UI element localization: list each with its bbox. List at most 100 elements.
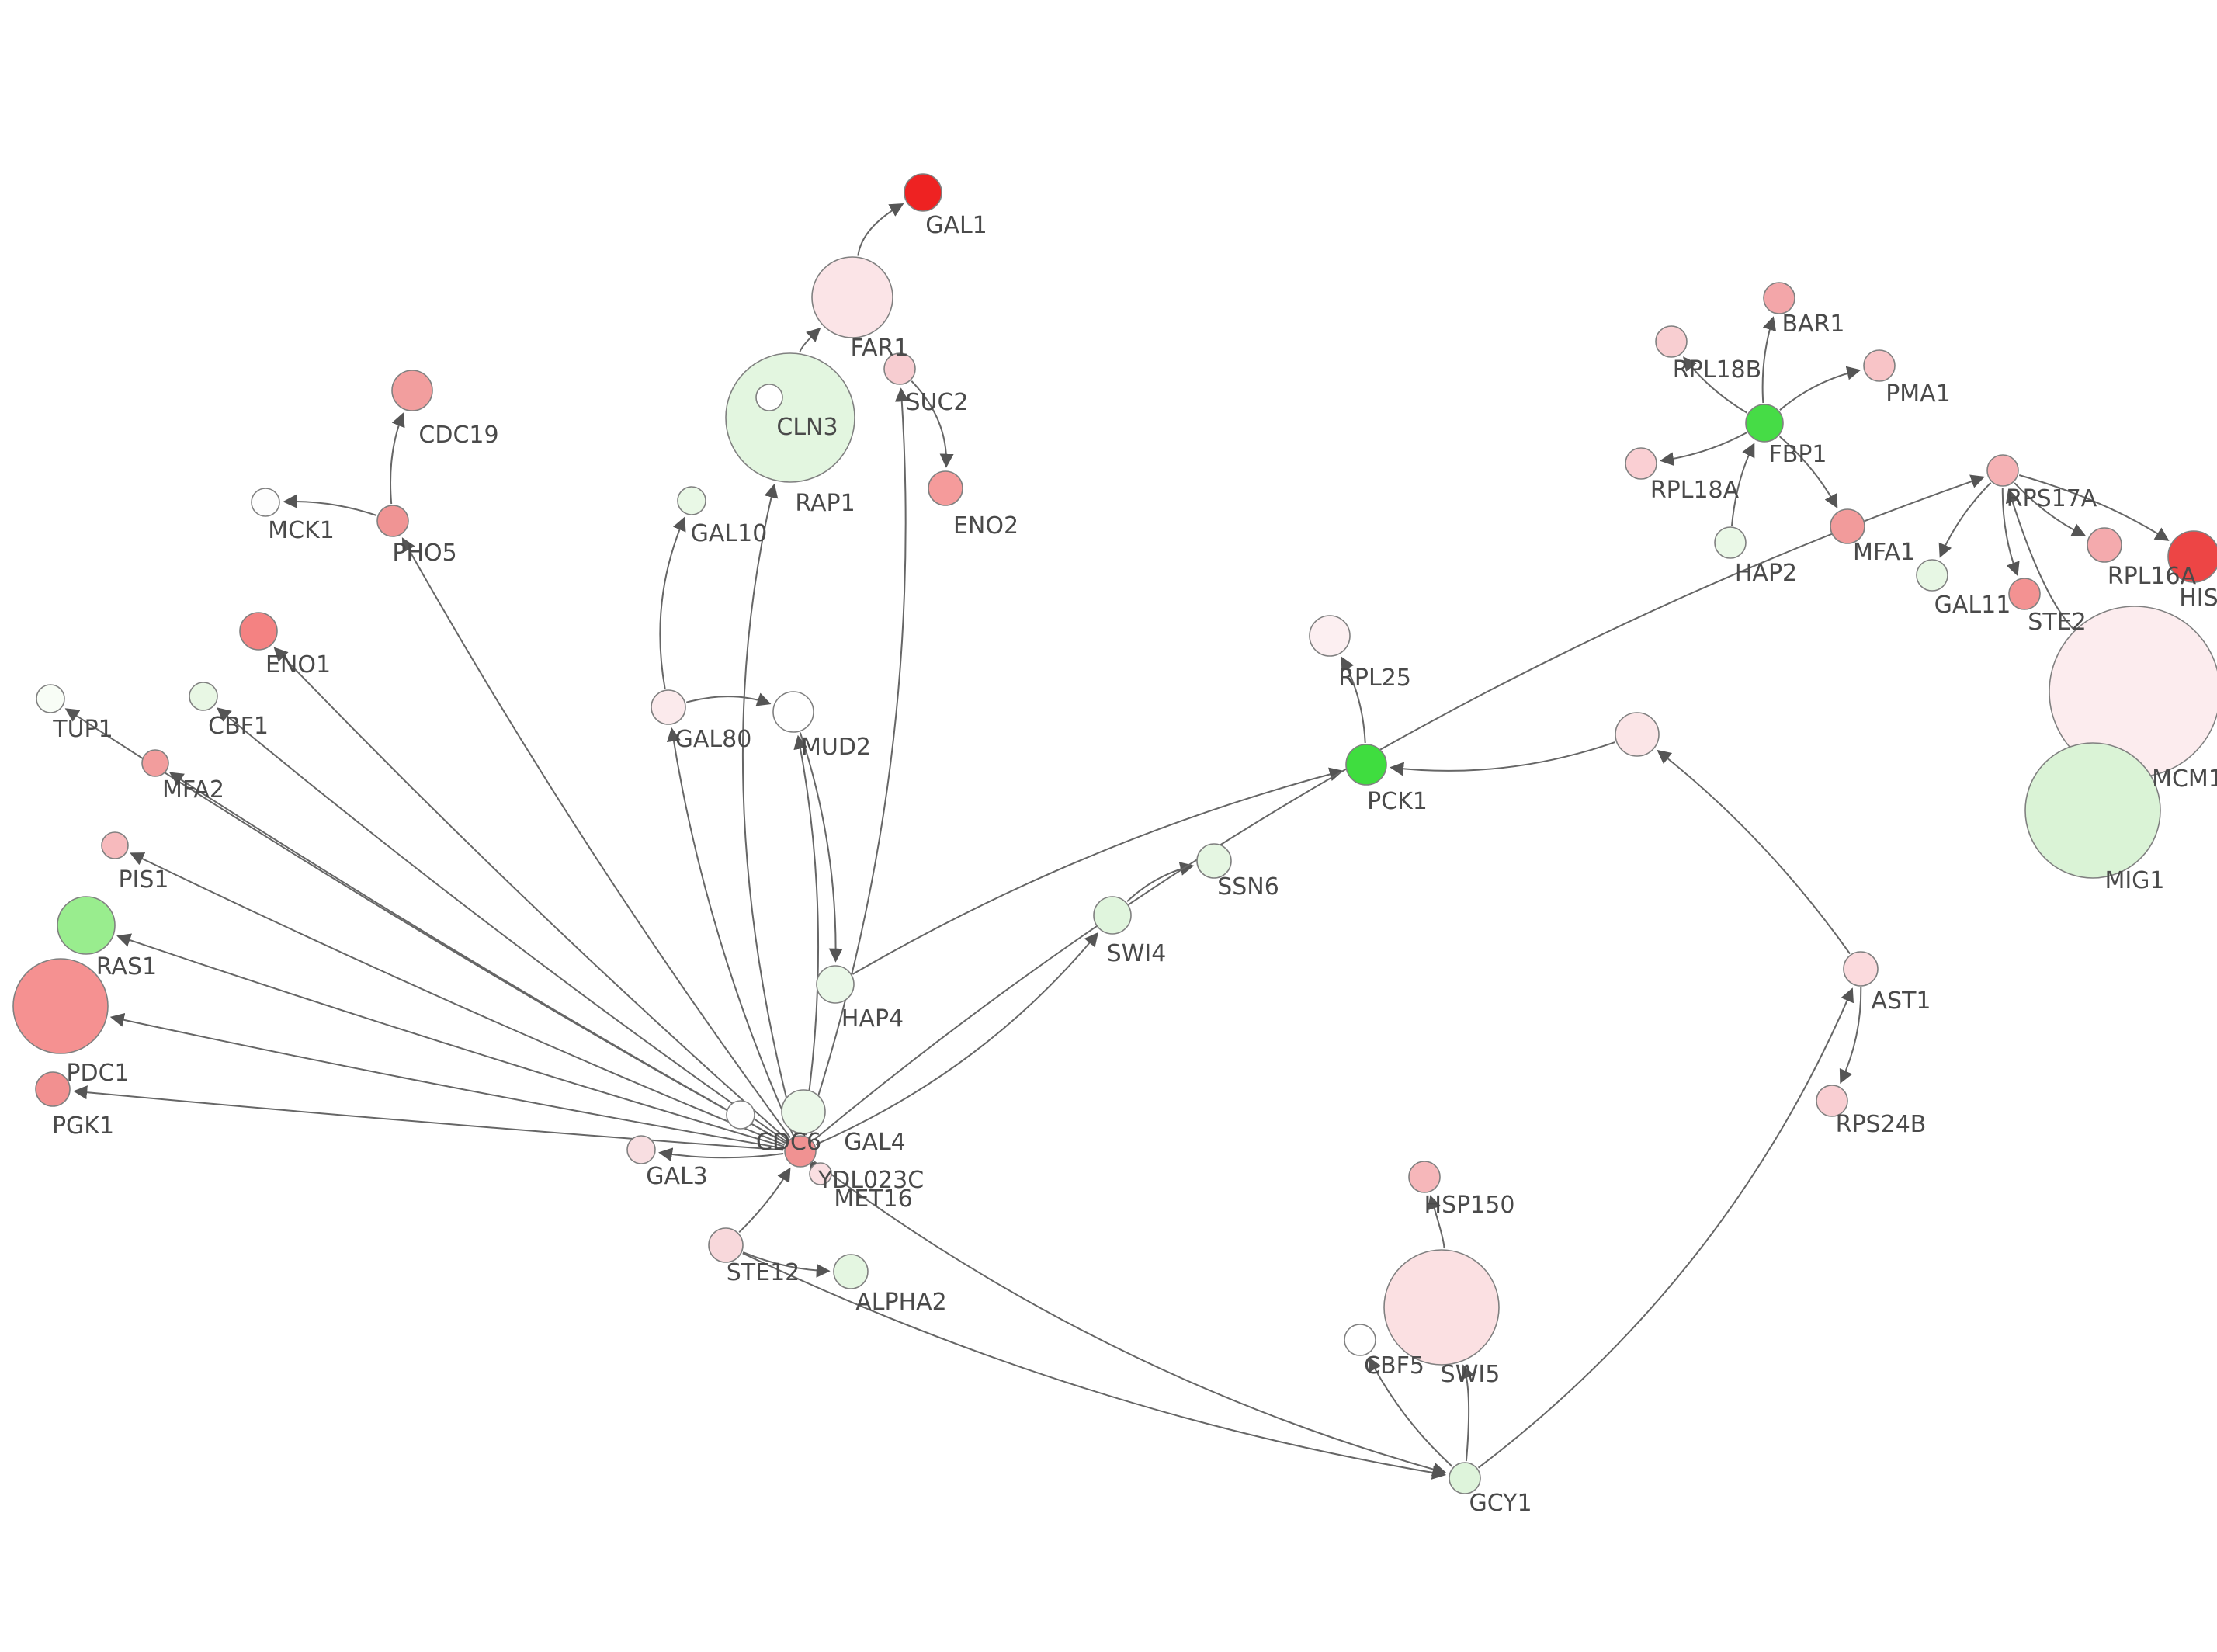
node-HAP4[interactable] — [816, 965, 855, 1004]
edge-GAL4-PDC1[interactable] — [109, 1012, 784, 1150]
node-PIS1[interactable] — [101, 831, 129, 859]
edge-HAP4-PCK1[interactable] — [852, 767, 1344, 975]
node-PDC1[interactable] — [12, 958, 109, 1054]
node-SWI5[interactable] — [1383, 1249, 1500, 1366]
node-GAL11[interactable] — [1916, 559, 1948, 592]
edge-GAL4-MUD2[interactable] — [793, 734, 820, 1135]
node-PGK1[interactable] — [35, 1071, 71, 1107]
node-HSP150[interactable] — [1408, 1161, 1441, 1193]
node-CDC19[interactable] — [391, 370, 433, 411]
node-TUP1[interactable] — [36, 684, 65, 713]
node-MFA2[interactable] — [141, 749, 169, 777]
edge-FAR1-GAL1[interactable] — [857, 203, 904, 256]
node-RPL25[interactable] — [1309, 615, 1351, 657]
edge-FBP1-PMA1[interactable] — [1779, 366, 1861, 411]
edge-GAL80-GAL10[interactable] — [659, 516, 686, 689]
edge-GAL4-SUC2[interactable] — [804, 387, 909, 1136]
node-NODE1[interactable] — [1615, 712, 1660, 757]
edge-GAL4-ENO1[interactable] — [273, 647, 789, 1141]
edge-RPS17A-HIS4[interactable] — [2018, 474, 2170, 541]
edge-MUD2-HAP4[interactable] — [799, 732, 843, 963]
edge-GAL4-PHO5[interactable] — [401, 537, 791, 1138]
node-SUC2[interactable] — [883, 352, 916, 385]
node-HIS4[interactable] — [2167, 530, 2217, 583]
node-GAL4[interactable] — [784, 1135, 817, 1168]
edge-GAL4-PIS1[interactable] — [130, 852, 785, 1146]
edge-GAL4-GAL3[interactable] — [658, 1147, 784, 1162]
node-GCY1[interactable] — [1449, 1462, 1481, 1494]
edge-RPS17A-RPL16A[interactable] — [2014, 482, 2087, 536]
edge-GCY1-CBF5[interactable] — [1369, 1356, 1453, 1467]
edge-GAL4-TUP1[interactable] — [64, 708, 786, 1144]
node-CLN3[interactable] — [725, 352, 855, 483]
node-STE12[interactable] — [708, 1227, 744, 1263]
edge-PCK1-RPL25[interactable] — [1341, 656, 1366, 744]
node-HAP2[interactable] — [1714, 526, 1747, 559]
node-RPL18A[interactable] — [1625, 447, 1657, 480]
edge-AST1-NODE1[interactable] — [1657, 749, 1851, 955]
edge-PHO5-MCK1[interactable] — [283, 494, 377, 516]
edge-FBP1-RPL18B[interactable] — [1683, 356, 1748, 414]
edge-FBP1-BAR1[interactable] — [1761, 316, 1777, 404]
edge-GAL4-MFA2[interactable] — [168, 772, 786, 1144]
edge-GAL4-GCY1[interactable] — [814, 1161, 1447, 1477]
edge-RPS17A-STE2[interactable] — [2001, 487, 2020, 577]
node-FAR1[interactable] — [811, 256, 893, 338]
node-ALPHA2[interactable] — [833, 1254, 869, 1289]
node-STE2[interactable] — [2008, 578, 2041, 610]
node-MCK1[interactable] — [251, 488, 280, 517]
node-PMA1[interactable] — [1863, 349, 1896, 382]
edge-STE12-ALPHA2[interactable] — [742, 1251, 831, 1278]
edge-RPS17A-GAL11[interactable] — [1938, 482, 1992, 558]
edge-FBP1-MFA1[interactable] — [1778, 436, 1838, 508]
node-CDC6[interactable] — [726, 1100, 755, 1130]
node-CBF1[interactable] — [189, 682, 218, 711]
edge-GAL4-SWI4[interactable] — [815, 932, 1099, 1146]
edge-NODE1-PCK1[interactable] — [1390, 741, 1616, 776]
node-MIG1[interactable] — [2024, 742, 2161, 879]
edge-GAL4-CBF1[interactable] — [217, 707, 787, 1143]
edge-GAL4-CLN3[interactable] — [741, 483, 797, 1136]
node-GAL10[interactable] — [677, 486, 706, 515]
node-ENO1[interactable] — [239, 612, 278, 651]
edge-GCY1-AST1[interactable] — [1477, 987, 1854, 1469]
node-PHO5[interactable] — [376, 505, 409, 537]
node-AST1[interactable] — [1843, 951, 1879, 987]
node-FBP1[interactable] — [1745, 404, 1784, 442]
edge-SUC2-ENO2[interactable] — [911, 380, 954, 468]
node-MUD2[interactable] — [772, 691, 814, 733]
node-MET16[interactable] — [809, 1162, 832, 1185]
node-PCK1[interactable] — [1345, 744, 1387, 786]
node-RAP1[interactable] — [755, 384, 783, 411]
node-RPS24B[interactable] — [1816, 1085, 1848, 1117]
node-GAL3[interactable] — [626, 1135, 656, 1164]
edge-GAL4-GAL80[interactable] — [666, 727, 794, 1137]
edge-GAL80-MUD2[interactable] — [685, 692, 772, 706]
edge-SWI5-HSP150[interactable] — [1428, 1195, 1445, 1249]
edge-GCY1-SWI5[interactable] — [1461, 1364, 1475, 1462]
edge-GAL4-PGK1[interactable] — [73, 1085, 784, 1151]
node-SWI4[interactable] — [1093, 896, 1132, 935]
node-RAS1[interactable] — [57, 896, 116, 955]
node-SSN6[interactable] — [1196, 843, 1232, 879]
edge-PHO5-CDC19[interactable] — [390, 412, 405, 505]
node-GAL80[interactable] — [651, 689, 686, 725]
node-BAR1[interactable] — [1763, 282, 1795, 314]
edge-GAL4-RAS1[interactable] — [116, 933, 785, 1147]
node-YDL023C[interactable] — [781, 1089, 826, 1134]
node-CBF5[interactable] — [1344, 1324, 1376, 1356]
edge-CLN3-FAR1[interactable] — [799, 327, 821, 353]
node-ENO2[interactable] — [928, 470, 963, 506]
node-MFA1[interactable] — [1830, 508, 1865, 544]
edge-FBP1-RPL18A[interactable] — [1660, 432, 1747, 467]
node-RPL18B[interactable] — [1655, 325, 1688, 358]
node-GAL1[interactable] — [904, 173, 942, 212]
node-RPL16A[interactable] — [2087, 527, 2122, 563]
node-RPS17A[interactable] — [1986, 454, 2019, 487]
edge-AST1-RPS24B[interactable] — [1839, 987, 1862, 1085]
edge-STE12-GCY1[interactable] — [742, 1252, 1447, 1480]
edge-HAP2-FBP1[interactable] — [1731, 442, 1755, 526]
edge-STE12-GAL4[interactable] — [738, 1167, 791, 1234]
